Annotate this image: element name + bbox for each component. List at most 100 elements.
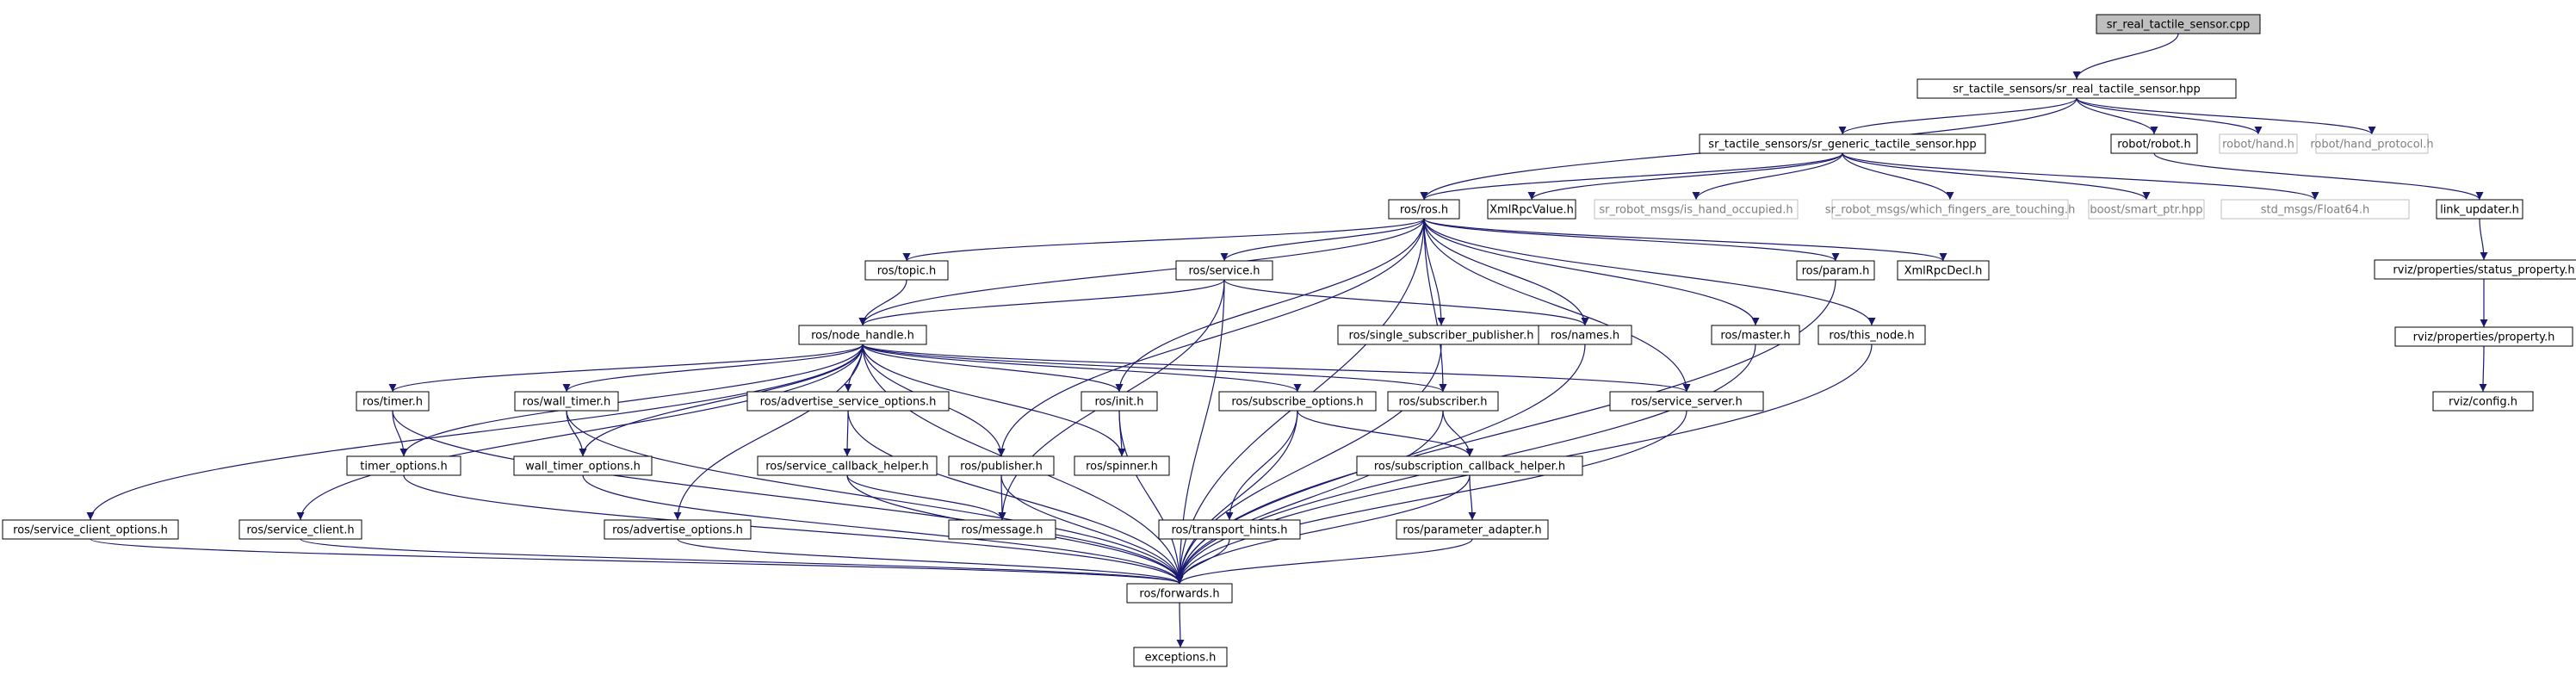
node-is-hand-occupied[interactable]: sr_robot_msgs/is_hand_occupied.h bbox=[1594, 199, 1799, 220]
node-box[interactable] bbox=[2, 519, 179, 540]
node-timer[interactable]: ros/timer.h bbox=[356, 391, 430, 412]
node-box[interactable] bbox=[1218, 391, 1377, 412]
node-box[interactable] bbox=[1538, 325, 1632, 345]
node-box[interactable] bbox=[2394, 326, 2573, 347]
node-box[interactable] bbox=[2110, 133, 2198, 154]
node-srv-client-opts[interactable]: ros/service_client_options.h bbox=[2, 519, 179, 540]
node-service-client[interactable]: ros/service_client.h bbox=[238, 519, 362, 540]
node-generic-hpp[interactable]: sr_tactile_sensors/sr_generic_tactile_se… bbox=[1699, 133, 1986, 154]
node-box[interactable] bbox=[1594, 199, 1799, 220]
node-box[interactable] bbox=[238, 519, 362, 540]
node-which-fingers[interactable]: sr_robot_msgs/which_fingers_are_touching… bbox=[1825, 199, 2076, 220]
node-box[interactable] bbox=[2436, 199, 2523, 220]
node-service-server[interactable]: ros/service_server.h bbox=[1609, 391, 1764, 412]
node-timer-opts[interactable]: timer_options.h bbox=[346, 455, 461, 476]
node-box[interactable] bbox=[1356, 455, 1583, 476]
node-publisher[interactable]: ros/publisher.h bbox=[948, 455, 1055, 476]
node-parameter-adapter[interactable]: ros/parameter_adapter.h bbox=[1396, 519, 1549, 540]
node-wall-timer[interactable]: ros/wall_timer.h bbox=[514, 391, 619, 412]
node-box[interactable] bbox=[1897, 260, 1990, 281]
node-box[interactable] bbox=[1831, 199, 2069, 220]
node-subscribe-opts[interactable]: ros/subscribe_options.h bbox=[1218, 391, 1377, 412]
node-box[interactable] bbox=[1817, 325, 1926, 345]
node-box[interactable] bbox=[513, 455, 653, 476]
node-advertise-opts[interactable]: ros/advertise_options.h bbox=[604, 519, 752, 540]
node-property[interactable]: rviz/properties/property.h bbox=[2394, 326, 2573, 347]
node-subscriber[interactable]: ros/subscriber.h bbox=[1387, 391, 1499, 412]
node-box[interactable] bbox=[346, 455, 461, 476]
node-transport-hints[interactable]: ros/transport_hints.h bbox=[1158, 519, 1301, 540]
node-smart-ptr[interactable]: boost/smart_ptr.hpp bbox=[2088, 199, 2205, 220]
node-exceptions[interactable]: exceptions.h bbox=[1133, 647, 1228, 667]
node-box[interactable] bbox=[948, 455, 1055, 476]
node-xmlrpcdecl[interactable]: XmlRpcDecl.h bbox=[1897, 260, 1990, 281]
node-ros[interactable]: ros/ros.h bbox=[1388, 199, 1460, 220]
node-box[interactable] bbox=[1081, 391, 1158, 412]
node-topic[interactable]: ros/topic.h bbox=[864, 260, 949, 281]
node-label: ros/message.h bbox=[962, 524, 1043, 537]
edge-service-to-names bbox=[1223, 279, 1589, 326]
node-box[interactable] bbox=[2088, 199, 2205, 220]
node-message[interactable]: ros/message.h bbox=[948, 519, 1056, 540]
edge-ros-to-master bbox=[1423, 218, 1760, 326]
node-box[interactable] bbox=[1711, 325, 1800, 345]
node-hand-protocol[interactable]: robot/hand_protocol.h bbox=[2310, 133, 2434, 154]
node-box[interactable] bbox=[1796, 260, 1875, 281]
node-float64[interactable]: std_msgs/Float64.h bbox=[2220, 199, 2410, 220]
node-root[interactable]: sr_real_tactile_sensor.cpp bbox=[2096, 14, 2261, 34]
node-sub-cb-helper[interactable]: ros/subscription_callback_helper.h bbox=[1356, 455, 1583, 476]
node-box[interactable] bbox=[798, 325, 927, 345]
node-box[interactable] bbox=[1126, 583, 1233, 604]
edge-wall_timer_opts-to-forwards bbox=[582, 474, 1184, 585]
node-names[interactable]: ros/names.h bbox=[1538, 325, 1632, 345]
node-link-updater[interactable]: link_updater.h bbox=[2436, 199, 2523, 220]
node-box[interactable] bbox=[2220, 199, 2410, 220]
node-this-node[interactable]: ros/this_node.h bbox=[1817, 325, 1926, 345]
node-box[interactable] bbox=[1388, 199, 1460, 220]
node-hand[interactable]: robot/hand.h bbox=[2219, 133, 2298, 154]
node-box[interactable] bbox=[1917, 78, 2237, 99]
node-box[interactable] bbox=[2219, 133, 2298, 154]
node-box[interactable] bbox=[1158, 519, 1301, 540]
node-box[interactable] bbox=[1396, 519, 1549, 540]
node-box[interactable] bbox=[1487, 199, 1576, 220]
node-box[interactable] bbox=[1175, 260, 1273, 281]
node-node-handle[interactable]: ros/node_handle.h bbox=[798, 325, 927, 345]
node-status-property[interactable]: rviz/properties/status_property.h bbox=[2374, 259, 2576, 280]
node-service[interactable]: ros/service.h bbox=[1175, 260, 1273, 281]
node-forwards[interactable]: ros/forwards.h bbox=[1126, 583, 1233, 604]
node-param[interactable]: ros/param.h bbox=[1796, 260, 1875, 281]
node-single-sub-pub[interactable]: ros/single_subscriber_publisher.h bbox=[1337, 325, 1545, 345]
edge-generic_hpp-to-smart_ptr bbox=[1842, 152, 2151, 201]
node-box[interactable] bbox=[2432, 391, 2534, 412]
node-adv-srv-opts[interactable]: ros/advertise_service_options.h bbox=[746, 391, 950, 412]
edge-adv_srv_opts-to-forwards bbox=[847, 410, 1184, 585]
edge-root-to-real_hpp bbox=[2072, 33, 2179, 80]
node-spinner[interactable]: ros/spinner.h bbox=[1074, 455, 1170, 476]
node-label: ros/transport_hints.h bbox=[1171, 524, 1287, 537]
node-box[interactable] bbox=[1074, 455, 1170, 476]
node-box[interactable] bbox=[864, 260, 949, 281]
edge-generic_hpp-to-xmlrpcvalue bbox=[1527, 152, 1843, 201]
node-box[interactable] bbox=[1387, 391, 1499, 412]
node-box[interactable] bbox=[1133, 647, 1228, 667]
node-box[interactable] bbox=[514, 391, 619, 412]
node-box[interactable] bbox=[2096, 14, 2261, 34]
node-box[interactable] bbox=[1609, 391, 1764, 412]
node-box[interactable] bbox=[2374, 259, 2576, 280]
node-box[interactable] bbox=[1699, 133, 1986, 154]
node-wall-timer-opts[interactable]: wall_timer_options.h bbox=[513, 455, 653, 476]
node-box[interactable] bbox=[356, 391, 430, 412]
node-robot[interactable]: robot/robot.h bbox=[2110, 133, 2198, 154]
node-real-hpp[interactable]: sr_tactile_sensors/sr_real_tactile_senso… bbox=[1917, 78, 2237, 99]
node-box[interactable] bbox=[746, 391, 950, 412]
node-box[interactable] bbox=[948, 519, 1056, 540]
node-config[interactable]: rviz/config.h bbox=[2432, 391, 2534, 412]
node-box[interactable] bbox=[604, 519, 752, 540]
node-master[interactable]: ros/master.h bbox=[1711, 325, 1800, 345]
node-srv-cb-helper[interactable]: ros/service_callback_helper.h bbox=[757, 455, 938, 476]
node-box[interactable] bbox=[757, 455, 938, 476]
node-box[interactable] bbox=[2315, 133, 2429, 154]
node-xmlrpcvalue[interactable]: XmlRpcValue.h bbox=[1487, 199, 1576, 220]
node-init[interactable]: ros/init.h bbox=[1081, 391, 1158, 412]
